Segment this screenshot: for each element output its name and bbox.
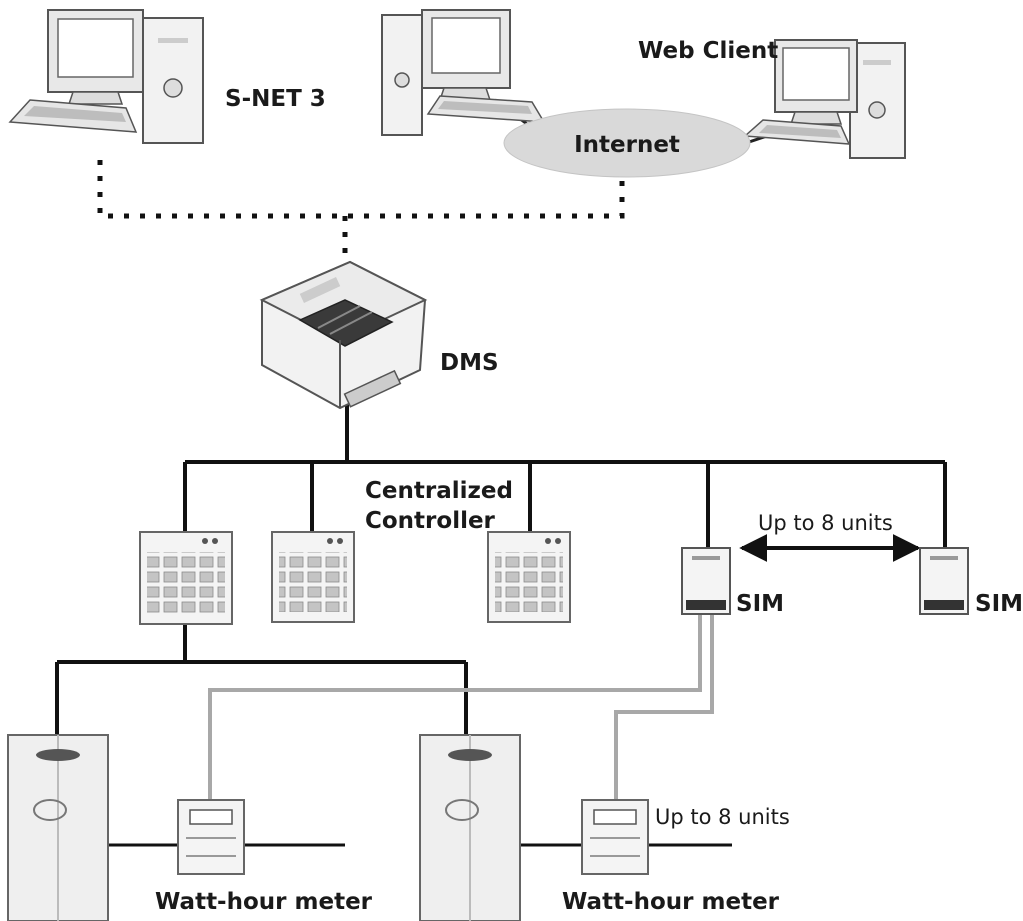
outdoor-unit-2	[419, 734, 521, 921]
up-to-8-units-sim-label: Up to 8 units	[758, 511, 893, 535]
centralized-controller-2	[271, 531, 355, 623]
web-client-label: Web Client	[638, 38, 778, 64]
internet-computer-icon	[381, 9, 546, 136]
dms-label: DMS	[440, 350, 499, 376]
internet-cloud	[503, 108, 751, 178]
up-to-8-units-meter-label: Up to 8 units	[655, 805, 790, 829]
internet-label: Internet	[574, 132, 680, 158]
sim-module-1	[681, 547, 731, 615]
controller-bus-lines	[55, 405, 947, 735]
snet-label: S-NET 3	[225, 86, 326, 112]
centralized-controller-label-line2: Controller	[365, 508, 496, 534]
centralized-controller-label-line1: Centralized	[365, 478, 513, 504]
dms-device-icon	[259, 260, 428, 410]
sim-label-2: SIM	[975, 591, 1023, 617]
meter-signal-lines	[208, 612, 714, 800]
network-dotted-lines	[97, 160, 625, 270]
watt-hour-meter-2	[581, 799, 649, 875]
watt-hour-meter-label-2: Watt-hour meter	[562, 889, 780, 915]
sim-module-2	[919, 547, 969, 615]
outdoor-unit-1	[7, 734, 109, 921]
sim-label-1: SIM	[736, 591, 784, 617]
web-client-computer-icon	[743, 39, 906, 159]
centralized-controller-3	[487, 531, 571, 623]
watt-hour-meter-label-1: Watt-hour meter	[155, 889, 373, 915]
watt-hour-meter-1	[177, 799, 245, 875]
centralized-controller-1	[139, 531, 233, 625]
snet-computer-icon	[8, 9, 204, 144]
